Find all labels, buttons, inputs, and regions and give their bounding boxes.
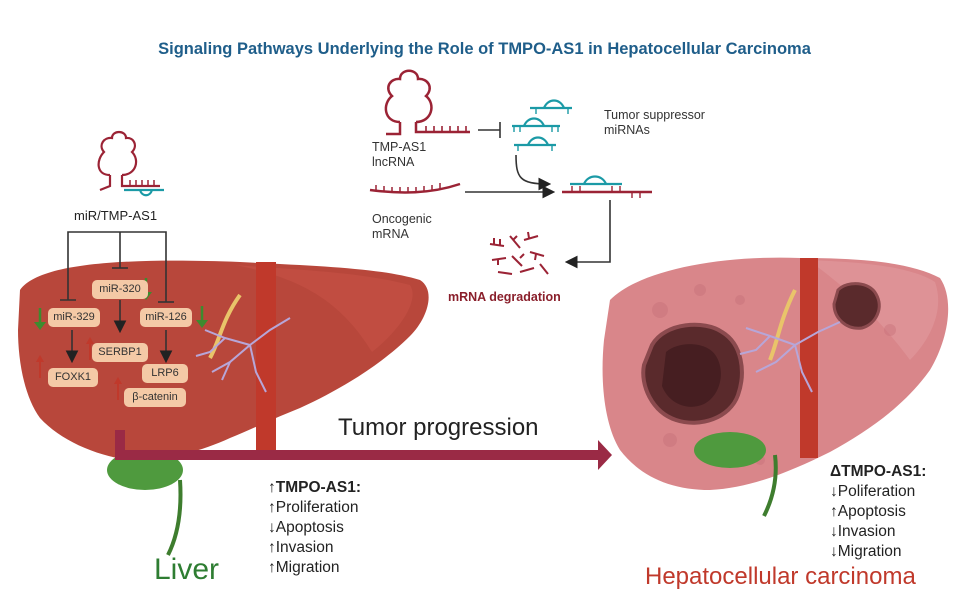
node-serbp1: SERBP1	[92, 343, 148, 362]
lncrna-hairpin-icon	[384, 69, 470, 136]
effects-delta-header: ΔTMPO-AS1:	[830, 463, 927, 480]
vascular-branches	[195, 317, 291, 393]
node-mir-320: miR-320	[92, 280, 148, 299]
effects-up-list: ↑TMPO-AS1: ↑Proliferation ↓Apoptosis ↑In…	[268, 478, 361, 578]
hcc-liver	[602, 257, 949, 517]
effect-up-item: ↓Apoptosis	[268, 519, 344, 536]
oncogenic-mrna-label: Oncogenic mRNA	[372, 212, 432, 241]
hcc-vascular-branches	[739, 321, 841, 393]
tumor-progression-arrow-head	[598, 440, 612, 470]
liver-caption: Liver	[154, 553, 220, 586]
mrna-mirna-duplex-icon	[562, 175, 652, 198]
effect-delta-item: ↓Migration	[830, 543, 902, 560]
oncogenic-mrna-icon	[369, 182, 461, 194]
pathway-lines	[60, 231, 174, 364]
node-mir-329: miR-329	[48, 308, 100, 327]
effects-delta-list: ΔTMPO-AS1: ↓Poliferation ↑Apoptosis ↓Inv…	[830, 462, 926, 562]
degraded-fragments-icon	[489, 231, 549, 275]
lncrna-label: TMP-AS1 lncRNA	[372, 140, 427, 169]
node-foxk1: FOXK1	[48, 368, 98, 387]
effect-up-item: ↑Invasion	[268, 539, 334, 556]
effects-up-header: ↑TMPO-AS1:	[268, 479, 361, 496]
node-beta-catenin: β-catenin	[124, 388, 186, 407]
effect-delta-item: ↓Poliferation	[830, 483, 916, 500]
effect-delta-item: ↑Apoptosis	[830, 503, 906, 520]
mirna-label: Tumor suppressor miRNAs	[604, 108, 705, 137]
binding-arrow	[515, 154, 552, 191]
node-mir-126: miR-126	[140, 308, 192, 327]
effect-up-item: ↑Proliferation	[268, 499, 359, 516]
hcc-gallbladder	[694, 432, 766, 468]
tumor-mass-small	[832, 282, 881, 330]
diagram-title: Signaling Pathways Underlying the Role o…	[158, 40, 811, 58]
tumor-progression-arrow	[115, 430, 600, 460]
mrna-degradation-label: mRNA degradation	[448, 290, 561, 304]
inhibition-line	[478, 122, 501, 138]
effect-delta-item: ↓Invasion	[830, 523, 896, 540]
mir-tmp-as1-complex-icon	[97, 130, 164, 197]
effect-up-item: ↑Migration	[268, 559, 340, 576]
tumor-progression-label: Tumor progression	[338, 414, 539, 441]
sponge-label: miR/TMP-AS1	[74, 208, 158, 223]
node-lrp6: LRP6	[142, 364, 188, 383]
hcc-caption: Hepatocellular carcinoma	[645, 563, 916, 590]
hcc-hepatic-vessel	[800, 258, 818, 458]
mirna-strands-icon	[512, 99, 572, 151]
hepatic-vessel	[256, 262, 276, 452]
degradation-arrow	[564, 200, 611, 269]
